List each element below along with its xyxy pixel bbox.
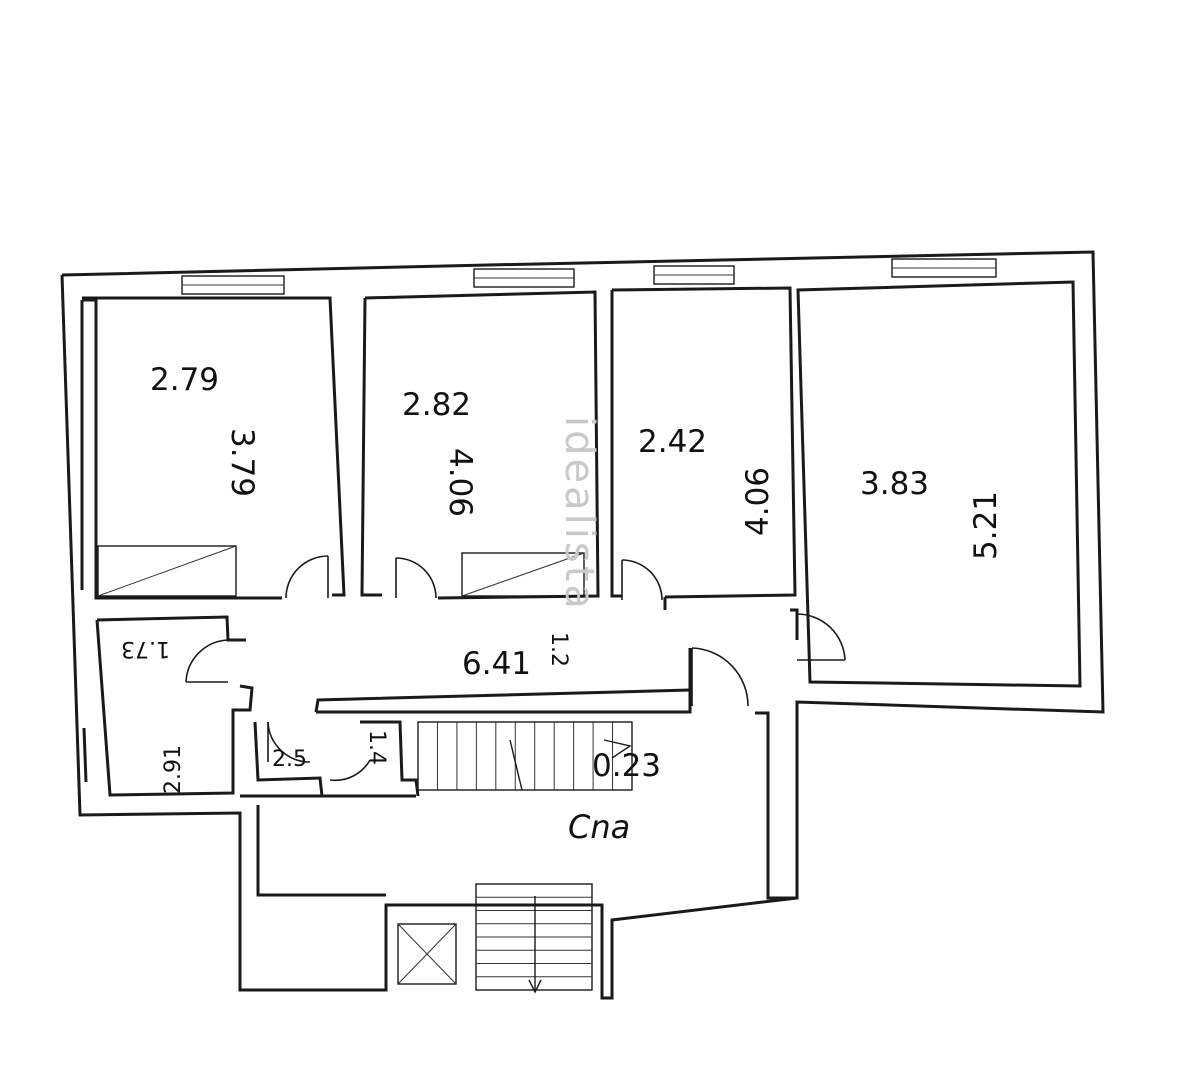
common-area-label: Сna <box>568 808 630 846</box>
room2-width: 2.82 <box>402 387 471 423</box>
outer-walls <box>60 250 1105 1000</box>
wall-stub <box>82 727 88 783</box>
room1-length: 3.79 <box>224 428 260 497</box>
wc-length: 1.4 <box>364 730 389 765</box>
watermark: idealista <box>556 416 602 612</box>
lift-shaft <box>397 923 457 985</box>
room4-width: 3.83 <box>860 466 929 502</box>
wc-width: 2.5 <box>272 747 307 772</box>
room3-length: 4.06 <box>740 467 776 536</box>
interior-staircase[interactable] <box>417 721 633 791</box>
doors <box>185 555 846 782</box>
hall-length: 6.41 <box>462 646 531 682</box>
stair-landing-value: 0.23 <box>592 748 661 784</box>
windows <box>181 258 997 295</box>
stair-outline <box>417 721 633 791</box>
room1-width: 2.79 <box>150 362 219 398</box>
room4-length: 5.21 <box>968 491 1004 560</box>
corridor-walls <box>95 597 799 897</box>
bath-length: 2.91 <box>161 745 186 794</box>
exterior-staircase[interactable] <box>475 883 593 991</box>
bath-width: 1.73 <box>121 636 170 661</box>
room3-width: 2.42 <box>638 424 707 460</box>
wardrobes <box>97 545 585 597</box>
room2-length: 4.06 <box>442 448 478 517</box>
hall-width: 1.2 <box>546 632 571 667</box>
